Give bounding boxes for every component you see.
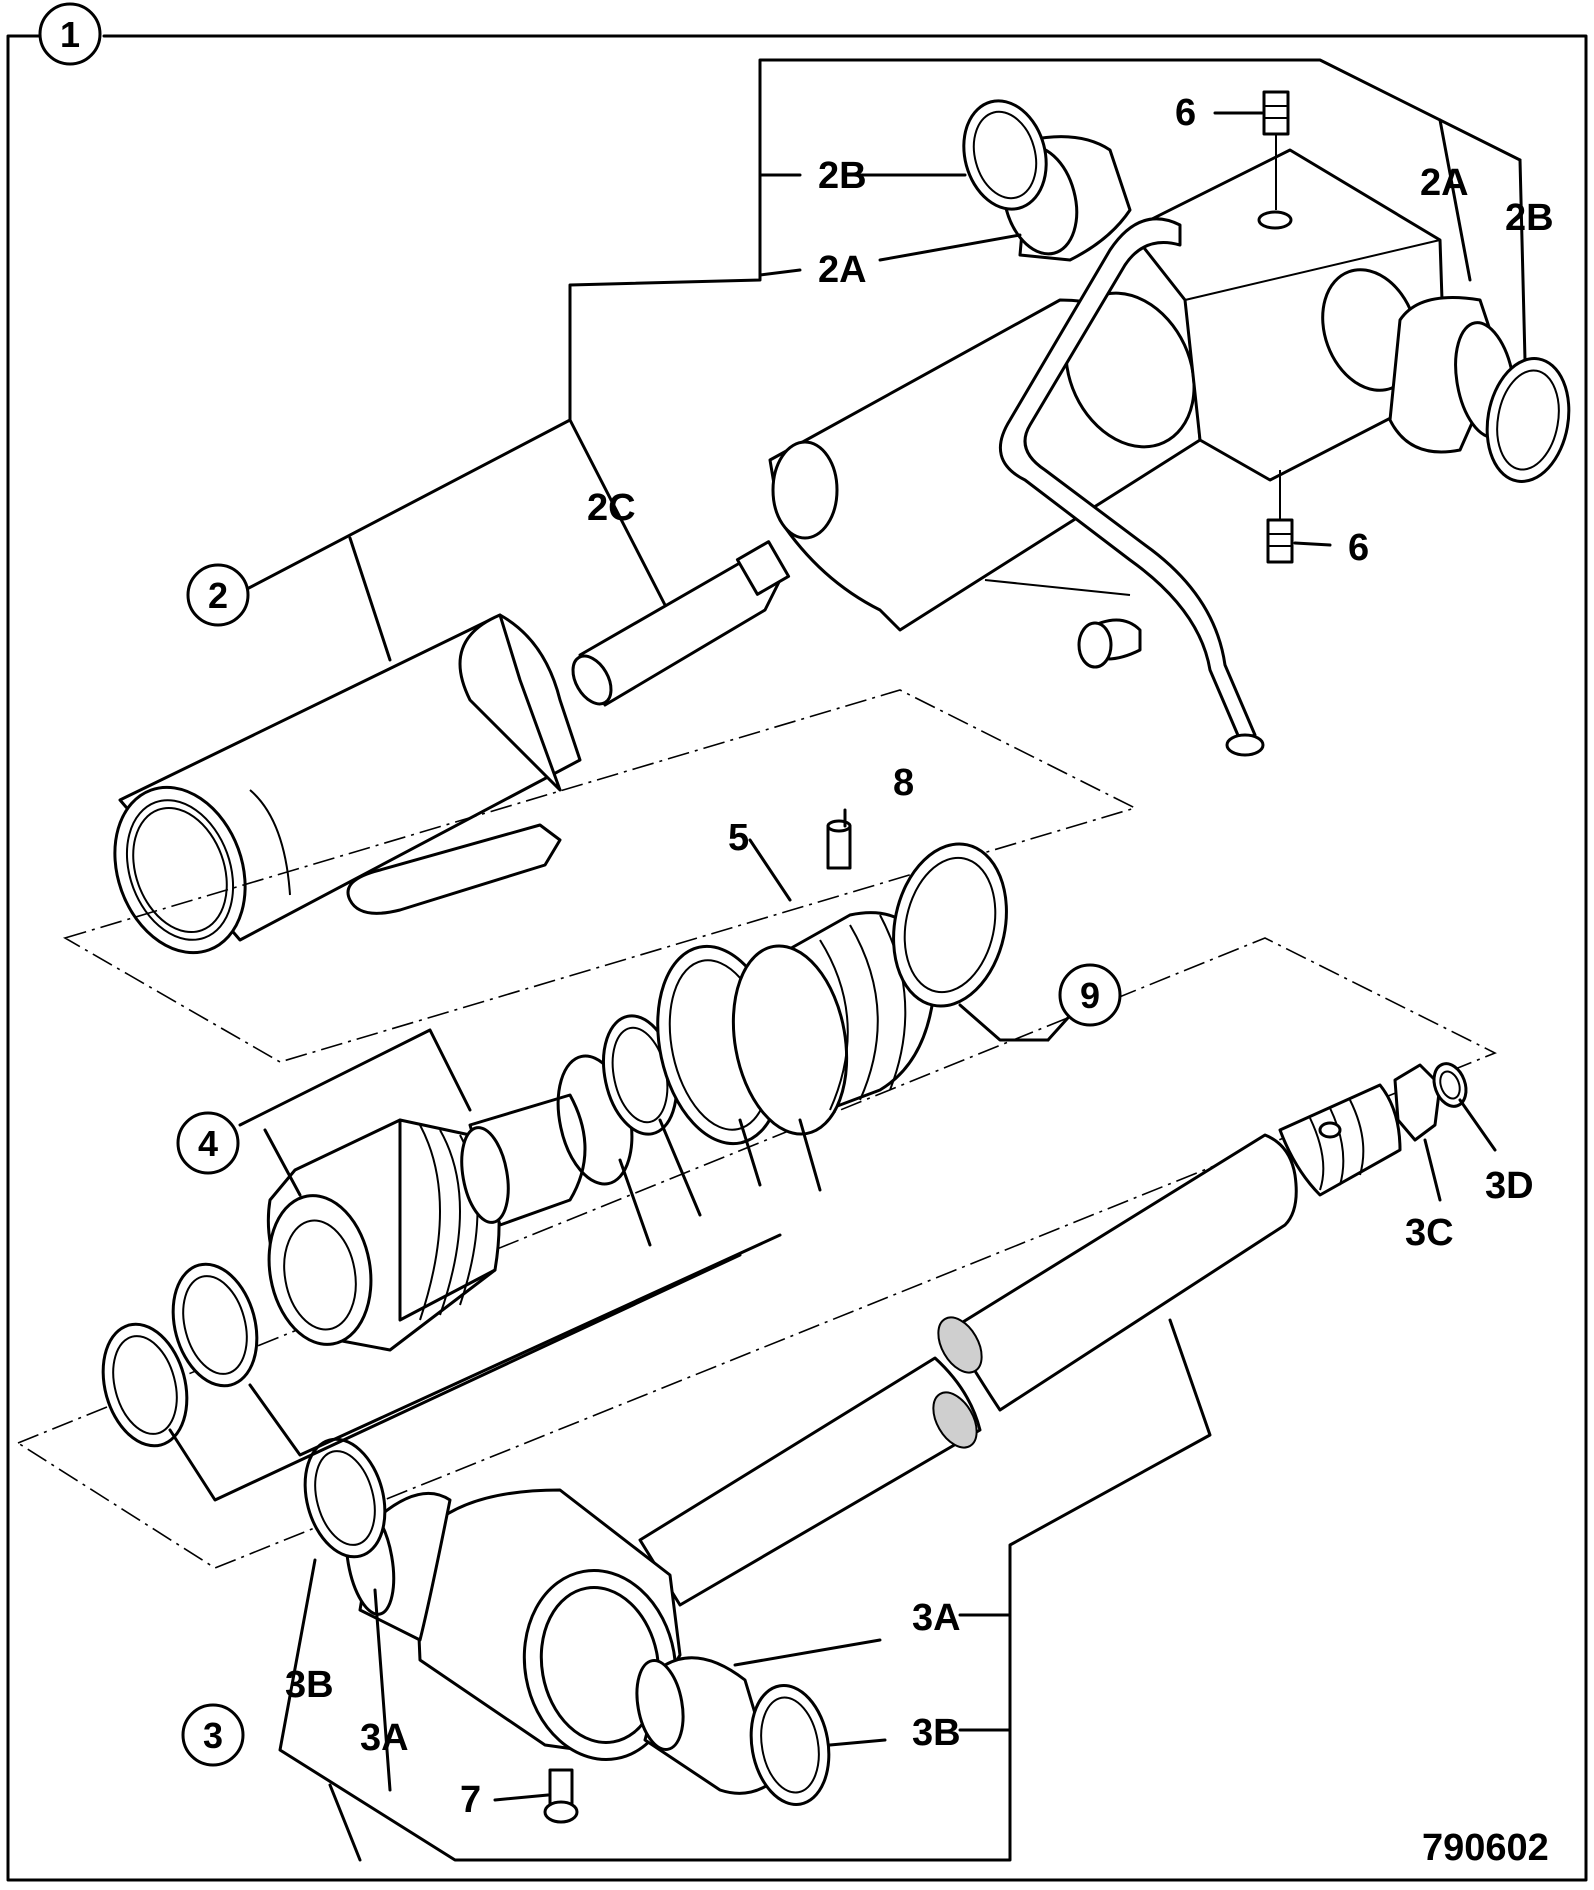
seal-2b-right [1485, 357, 1571, 483]
callout-2: 2 [186, 563, 250, 627]
seal-2b-top [962, 99, 1048, 211]
seal-gland-outer-2 [171, 1262, 259, 1388]
label-2b-top: 2B [818, 155, 867, 197]
grease-nipple-6-bottom [1266, 470, 1294, 564]
svg-text:2: 2 [208, 575, 228, 616]
callout-4: 4 [176, 1111, 240, 1175]
callout-3: 3 [181, 1703, 245, 1767]
label-2a-right: 2A [1420, 162, 1469, 204]
piston-5 [731, 911, 937, 1136]
seal-gland-outer-1 [101, 1322, 189, 1448]
diagram-frame [6, 34, 1588, 1882]
orifice-tube-2c [571, 540, 791, 707]
leader-lines [168, 58, 1527, 1862]
pin-8 [826, 819, 852, 870]
explode-axis-lower [16, 937, 1497, 1569]
label-3b-left: 3B [285, 1664, 334, 1706]
label-3d: 3D [1485, 1165, 1534, 1207]
bush-3a-right [635, 1656, 777, 1795]
svg-text:3: 3 [203, 1715, 223, 1756]
seal-3b-left [303, 1437, 387, 1559]
figure-number: 790602 [1422, 1827, 1549, 1869]
callout-9: 9 [1058, 963, 1122, 1027]
grease-nipple-7 [543, 1768, 579, 1824]
label-3b-right: 3B [912, 1712, 961, 1754]
svg-text:1: 1 [60, 14, 80, 55]
grease-nipple-6-top [1262, 90, 1290, 210]
ring-3d [1432, 1062, 1468, 1108]
label-5: 5 [728, 817, 749, 859]
label-7: 7 [460, 1779, 481, 1821]
label-2b-right: 2B [1505, 197, 1554, 239]
label-3a-right: 3A [912, 1597, 961, 1639]
nut-3c [1393, 1063, 1442, 1142]
label-3a-left: 3A [360, 1717, 409, 1759]
label-6-bottom: 6 [1348, 527, 1369, 569]
cylinder-barrel [113, 148, 1447, 955]
label-8: 8 [893, 762, 914, 804]
label-6-top: 6 [1175, 92, 1196, 134]
piston-rod-3 [638, 1083, 1402, 1607]
callout-1: 1 [38, 2, 102, 66]
seal-3b-right [749, 1684, 831, 1806]
bush-gland-4 [460, 1093, 587, 1227]
label-2c: 2C [587, 487, 636, 529]
svg-text:9: 9 [1080, 975, 1100, 1016]
seal-9 [892, 842, 1008, 1008]
label-3c: 3C [1405, 1212, 1454, 1254]
label-2a-top: 2A [818, 249, 867, 291]
svg-text:4: 4 [198, 1123, 218, 1164]
